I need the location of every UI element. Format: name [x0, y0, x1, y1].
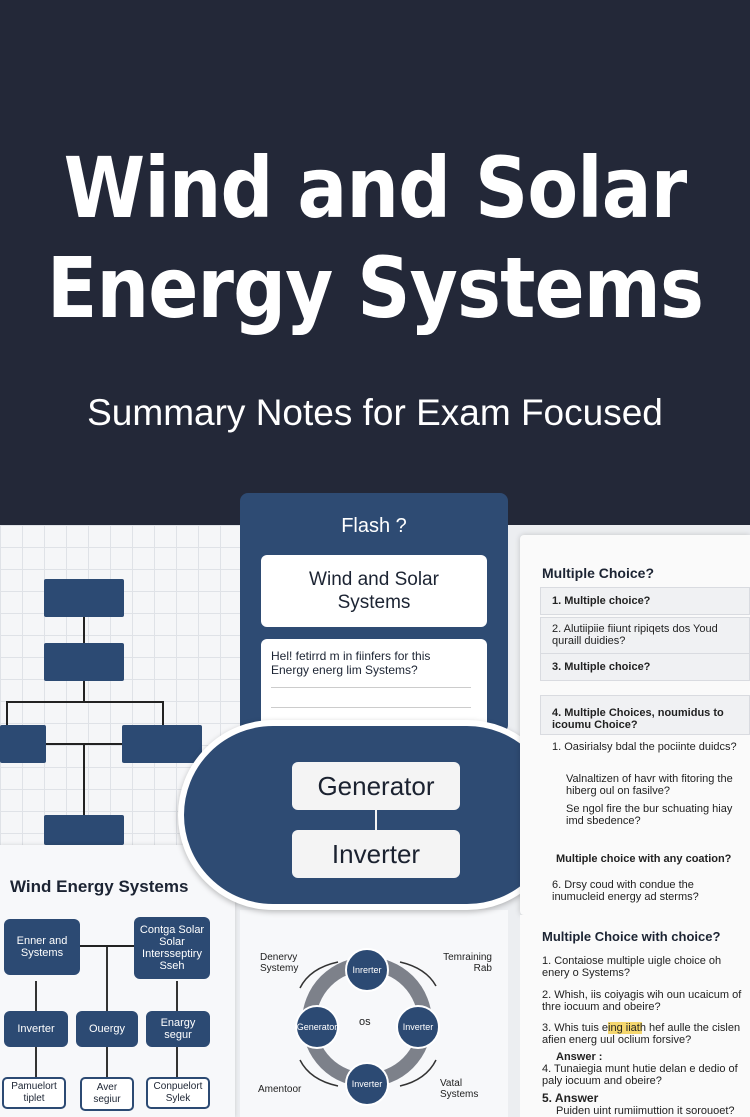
wind-connector — [80, 945, 134, 947]
flow-node-top — [44, 579, 124, 617]
mc-item-2[interactable]: 2. Whish, iis coiyagis wih oun ucaicum o… — [542, 989, 742, 1013]
wind-arrow — [176, 1047, 178, 1077]
flow-node-left — [0, 725, 46, 763]
flash-title-card: Wind and Solar Systems — [261, 555, 487, 627]
answer-line — [271, 687, 471, 688]
wind-arrow — [176, 981, 178, 1011]
mc-item[interactable]: 3. Multiple choice? — [552, 661, 651, 673]
flowchart-panel — [0, 525, 245, 845]
wind-box-enargy: Enargy segur — [146, 1011, 210, 1047]
wind-box-systems: Enner and Systems — [4, 919, 80, 975]
cycle-label-top-left: Denervy Systemy — [260, 952, 299, 974]
mc-item-box — [540, 587, 750, 615]
mc-heading: Multiple Choice? — [542, 565, 654, 581]
mc-item[interactable]: Multiple choice with any coation? — [556, 853, 732, 865]
wind-box-inverter: Inverter — [4, 1011, 68, 1047]
wind-energy-panel: Wind Energy Systems Enner and Systems Co… — [0, 845, 235, 1117]
flow-connector — [162, 701, 164, 725]
mc-item-2[interactable]: 1. Contaiose multiple uigle choice oh en… — [542, 955, 722, 979]
flash-question-card: Hel! fetirrd m in fiinfers for this Ener… — [261, 639, 487, 733]
mc-answer-label: Answer : — [556, 1051, 603, 1063]
mc-item[interactable]: 1. Oasirialsy bdal the pociinte duidcs? — [552, 741, 737, 753]
title-line-2: Energy Systems — [46, 239, 704, 337]
wind-box-ouergy: Ouergy — [76, 1011, 138, 1047]
wind-arrow — [106, 1047, 108, 1077]
flow-connector — [83, 681, 85, 701]
mc-item-2[interactable]: 3. Whis tuis eing iiath hef aulle the ci… — [542, 1022, 741, 1046]
flash-card-title: Wind and Solar Systems — [309, 569, 439, 613]
wind-arrow — [106, 947, 108, 1011]
mc-item-2[interactable]: 4. Tunaiegia munt hutie delan e dedio of… — [542, 1063, 738, 1087]
flow-connector — [6, 701, 164, 703]
wind-box-solar: Contga Solar Solar Intersseptiry Sseh — [134, 917, 210, 979]
cycle-node-top: Inrerter — [345, 948, 389, 992]
cycle-node-left: Generator — [295, 1005, 339, 1049]
cycle-label-bottom-right: Vatal Systems — [440, 1078, 479, 1100]
cycle-node-right: Inverter — [396, 1005, 440, 1049]
cycle-panel: Denervy Systemy Temraining Rab Amentoor … — [240, 910, 508, 1117]
cycle-center-label: os — [359, 1016, 371, 1028]
mc-answer-label: 5. Answer — [542, 1091, 599, 1105]
wind-box-conpuelort: Conpuelort Sylek — [146, 1077, 210, 1109]
pill-connector — [375, 810, 377, 830]
flow-node-middle — [44, 643, 124, 681]
flash-question: Hel! fetirrd m in fiinfers for this Ener… — [271, 649, 431, 677]
mc-item[interactable]: 4. Multiple Choices, noumidus to icoumu … — [552, 707, 724, 731]
wind-arrow — [35, 1047, 37, 1077]
cycle-label-bottom-left: Amentoor — [258, 1084, 302, 1095]
subtitle: Summary Notes for Exam Focused — [87, 392, 663, 433]
mc-item[interactable]: Se ngol fire the bur schuating hiay imd … — [566, 803, 733, 827]
mc-item[interactable]: 2. Alutiipiie fiiunt ripiqets dos Youd q… — [552, 623, 718, 647]
cycle-node-bottom: Inverter — [345, 1062, 389, 1106]
flow-node-bottom — [44, 815, 124, 845]
wind-heading: Wind Energy Systems — [10, 877, 189, 896]
hero-banner: Wind and Solar Energy Systems Summary No… — [0, 0, 750, 525]
multiple-choice-panel-2: Multiple Choice with choice? 1. Contaios… — [520, 915, 750, 1117]
inverter-button[interactable]: Inverter — [292, 830, 460, 878]
mc-item-2[interactable]: Puiden uint rumiimuttion it sorouoet? — [556, 1105, 735, 1117]
cycle-label-top-right: Temraining Rab — [443, 952, 492, 974]
mc-item-box — [540, 653, 750, 681]
generator-button[interactable]: Generator — [292, 762, 460, 810]
title-line-1: Wind and Solar — [63, 139, 688, 237]
mc-item[interactable]: Valnaltizen of havr with fitoring the hi… — [566, 773, 733, 797]
flow-node-right — [122, 725, 202, 763]
mc-item[interactable]: 6. Drsy coud with condue the inumucleid … — [552, 879, 699, 903]
multiple-choice-panel: Multiple Choice? 1. Multiple choice? 2. … — [520, 535, 750, 915]
wind-box-aver: Aver segiur — [80, 1077, 134, 1111]
mc-item-box — [540, 695, 750, 735]
mc-heading-2: Multiple Choice with choice? — [542, 929, 721, 944]
flash-card: Flash ? Wind and Solar Systems Hel! feti… — [240, 493, 508, 733]
generator-inverter-pill: Generator Inverter — [178, 720, 562, 910]
mc-item[interactable]: 1. Multiple choice? — [552, 595, 651, 607]
flow-connector — [83, 743, 85, 815]
flow-connector — [6, 701, 8, 725]
flow-connector — [83, 617, 85, 643]
answer-line — [271, 707, 471, 708]
highlight-mark — [608, 1022, 642, 1034]
wind-arrow — [35, 981, 37, 1011]
wind-box-pamuelort: Pamuelort tiplet — [2, 1077, 66, 1109]
flash-heading: Flash ? — [341, 515, 407, 537]
